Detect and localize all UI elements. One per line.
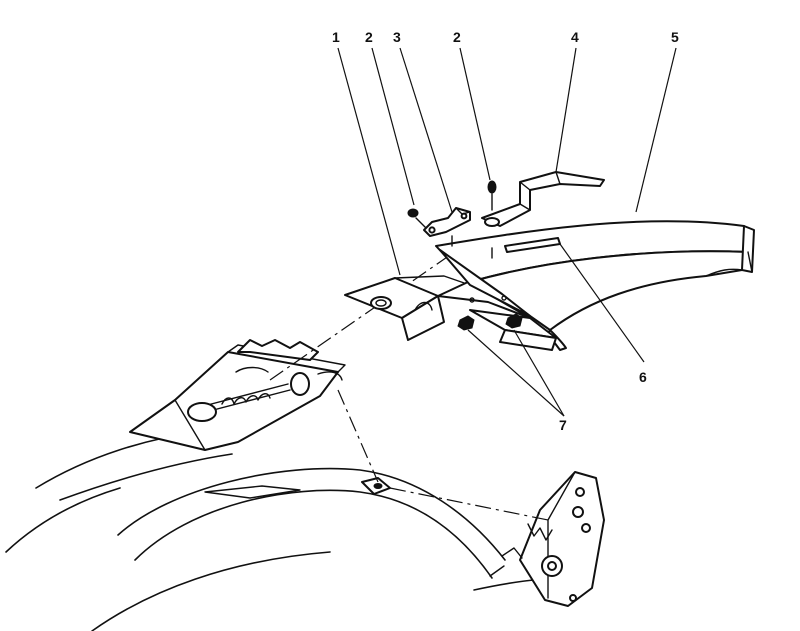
discharge-chute [435,220,755,351]
nut-left [457,315,475,331]
callout-2-left: 2 [365,29,373,45]
nut-right [505,313,523,329]
callout-4: 4 [571,29,579,45]
callout-2-right: 2 [453,29,461,45]
screw-left [407,208,427,229]
callouts: 1 2 3 2 4 5 6 7 [332,29,679,433]
screw-right [487,180,497,211]
callout-6: 6 [639,369,647,385]
chute-bracket [344,249,557,351]
strap [423,207,471,237]
handle [481,171,605,227]
callout-3: 3 [393,29,401,45]
callout-5: 5 [671,29,679,45]
callout-7: 7 [559,417,567,433]
callout-1: 1 [332,29,340,45]
alignment-lines [269,254,549,521]
mower-housing [5,339,605,631]
leader-lines [337,47,677,417]
discharge-chute-assembly [344,171,755,351]
